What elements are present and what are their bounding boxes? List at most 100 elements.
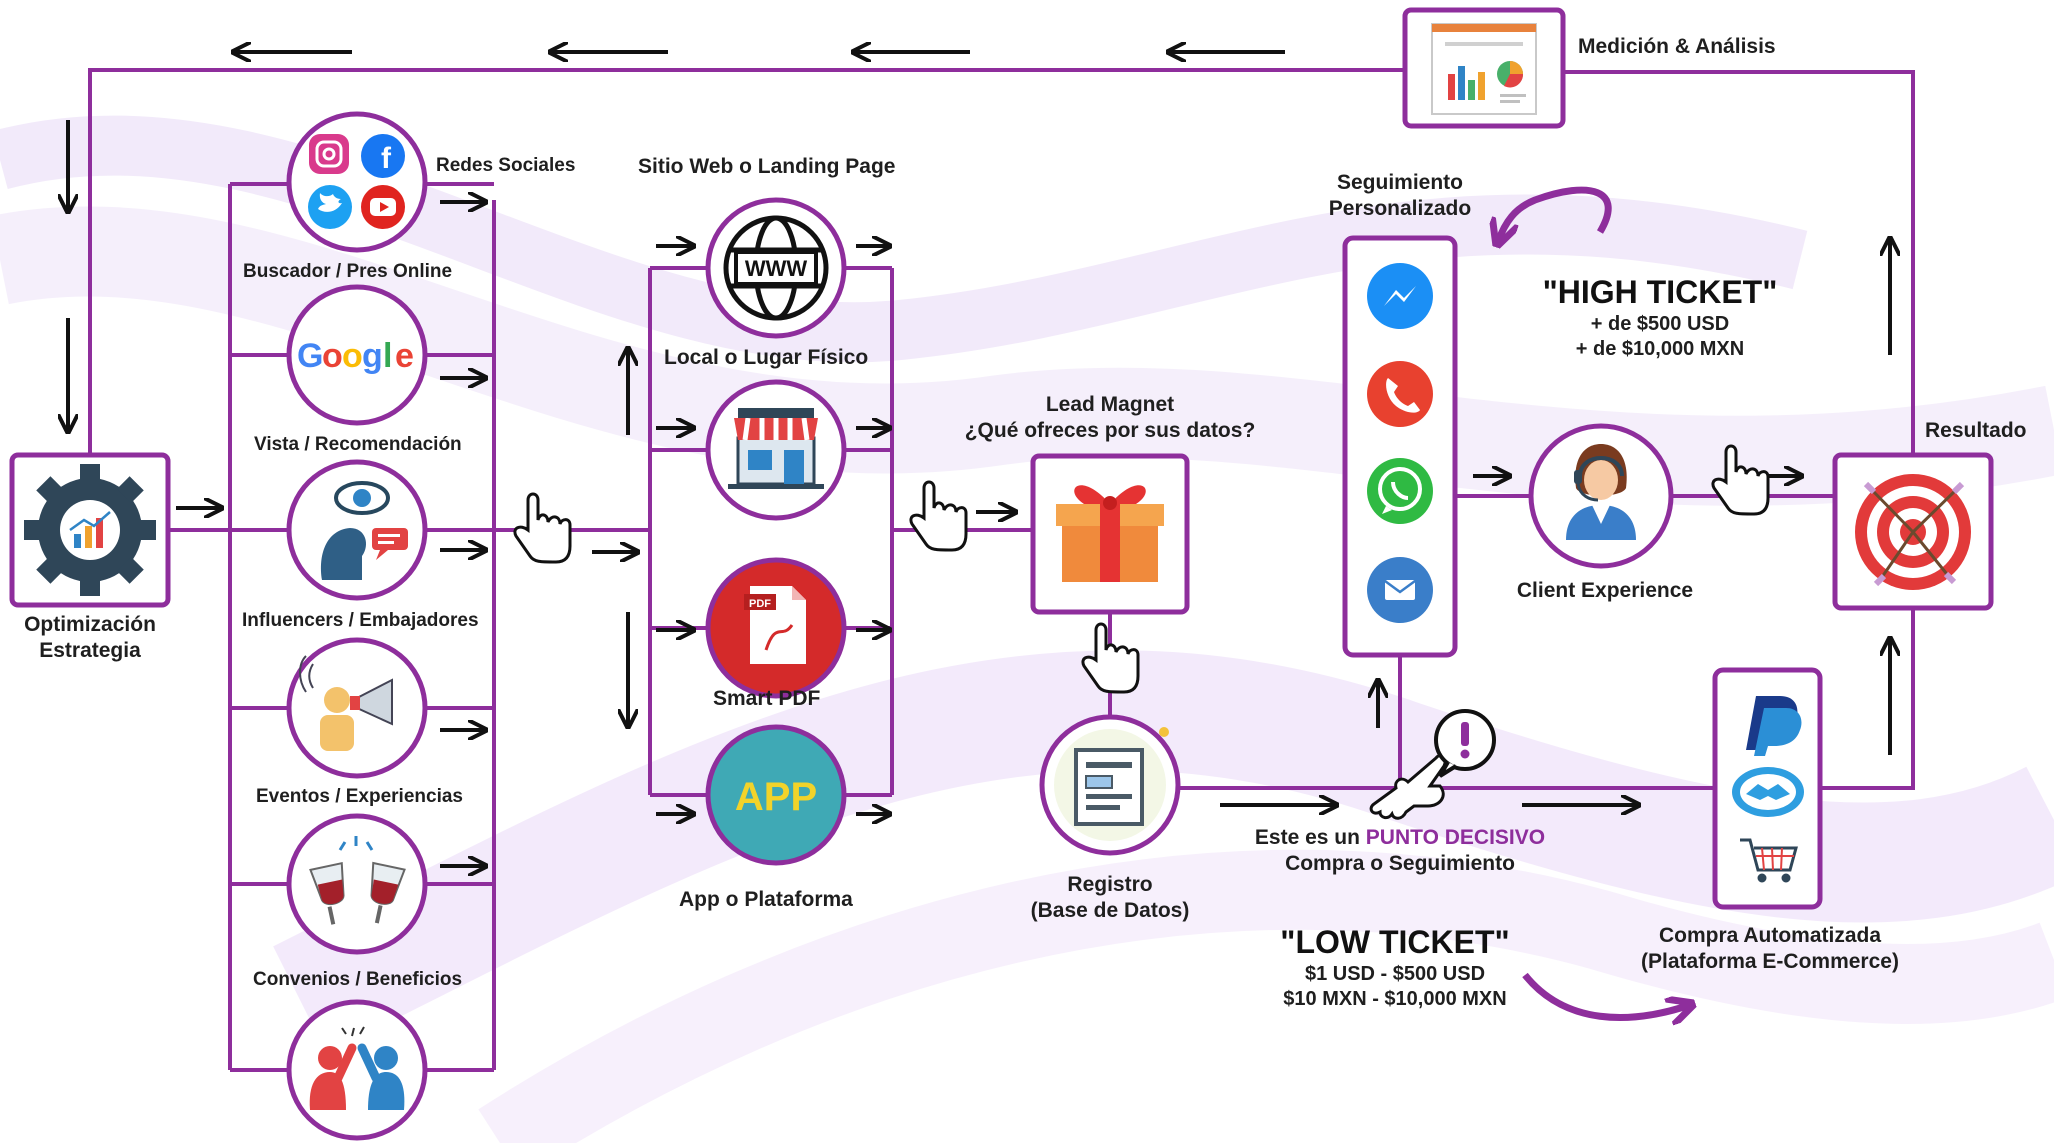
low-ticket-curve-arrow xyxy=(1522,972,1690,1017)
events-circle xyxy=(286,813,428,955)
local-circle xyxy=(705,379,847,521)
report-chart-icon xyxy=(1431,23,1537,115)
svg-text:o: o xyxy=(322,337,343,375)
events-label: Eventos / Experiencias xyxy=(256,786,463,807)
result-label: Resultado xyxy=(1925,419,2027,442)
hand-cursor-icon xyxy=(513,492,572,564)
alert-bubble-icon xyxy=(1434,709,1496,778)
registro-label-line2: (Base de Datos) xyxy=(1030,899,1190,923)
referral-label: Vista / Recomendación xyxy=(254,434,462,455)
lead-magnet-label-line1: Lead Magnet xyxy=(1045,393,1175,416)
search-circle: G o o g l e xyxy=(286,284,428,426)
email-icon xyxy=(1367,557,1433,623)
measurement-label: Medición & Análisis xyxy=(1578,35,1776,58)
ecommerce-label-line2: (Plataforma E-Commerce) xyxy=(1641,950,1899,974)
web-label: Sitio Web o Landing Page xyxy=(638,155,896,178)
pointing-hand-icon xyxy=(1369,754,1447,820)
www-badge xyxy=(734,250,818,286)
social-label: Redes Sociales xyxy=(436,155,576,176)
registro-circle xyxy=(1039,714,1181,856)
hand-cursor-icon xyxy=(909,480,968,552)
hand-cursor-icon xyxy=(1711,444,1770,516)
eye-speech-icon xyxy=(321,481,408,580)
support-agent-icon xyxy=(1566,444,1636,540)
low-ticket-line2: $10 MXN - $10,000 MXN xyxy=(1283,988,1507,1010)
megaphone-person-icon xyxy=(299,655,393,751)
high-ticket-line1: + de $500 USD xyxy=(1590,313,1730,335)
measurement-node xyxy=(1402,7,1566,129)
pdf-label: Smart PDF xyxy=(713,687,821,710)
svg-text:e: e xyxy=(395,337,414,375)
high-ticket-title: "HIGH TICKET" xyxy=(1542,274,1778,310)
gear-chart-icon xyxy=(24,464,156,596)
followup-column xyxy=(1342,235,1458,658)
svg-text:l: l xyxy=(383,337,392,375)
pdf-circle: PDF xyxy=(705,557,847,699)
decision-prefix: Este es un xyxy=(1254,826,1366,849)
phone-icon xyxy=(1367,361,1433,427)
followup-label-line2: Personalizado xyxy=(1328,197,1472,221)
connector-lines xyxy=(88,68,1915,1072)
ecommerce-label: Compra Automatizada (Plataforma E-Commer… xyxy=(1620,923,1920,976)
agreements-circle xyxy=(286,999,428,1141)
messenger-icon xyxy=(1367,263,1433,329)
followup-label: Seguimiento Personalizado xyxy=(1300,170,1500,223)
decision-label: Este es un PUNTO DECISIVO Compra o Segui… xyxy=(1210,825,1590,878)
low-ticket-line1: $1 USD - $500 USD xyxy=(1304,963,1486,985)
strategy-node xyxy=(9,452,171,608)
svg-text:PDF: PDF xyxy=(749,598,771,610)
instagram-icon xyxy=(309,134,349,174)
ecommerce-column xyxy=(1712,667,1823,910)
google-logo: G o o g l e xyxy=(297,337,414,375)
lead-magnet-node xyxy=(1030,453,1190,615)
target-icon xyxy=(1855,474,1971,590)
high-ticket-line2: + de $10,000 MXN xyxy=(1575,338,1745,360)
client-experience-label: Client Experience xyxy=(1516,579,1694,602)
low-ticket-block: "LOW TICKET" $1 USD - $500 USD $10 MXN -… xyxy=(1245,922,1545,1012)
app-circle: APP xyxy=(705,724,847,866)
gift-icon xyxy=(1056,485,1164,582)
strategy-label-line1: Optimización xyxy=(24,613,156,636)
pdf-file-icon: PDF xyxy=(744,586,806,664)
client-experience-circle xyxy=(1528,423,1674,569)
high-ticket-curve-arrow xyxy=(1498,186,1612,242)
decision-label-line1: Este es un PUNTO DECISIVO xyxy=(1210,825,1590,851)
svg-text:g: g xyxy=(362,337,383,375)
wine-glasses-icon xyxy=(309,836,406,925)
decision-highlight: PUNTO DECISIVO xyxy=(1365,826,1546,849)
registro-label-line1: Registro xyxy=(1067,873,1153,896)
paypal-icon xyxy=(1746,696,1802,756)
web-circle: WWW xyxy=(705,197,847,339)
low-ticket-title: "LOW TICKET" xyxy=(1280,924,1510,960)
high-five-icon xyxy=(309,1026,405,1110)
followup-label-line1: Seguimiento xyxy=(1336,171,1463,194)
app-label: App o Plataforma xyxy=(679,888,853,911)
high-ticket-block: "HIGH TICKET" + de $500 USD + de $10,000… xyxy=(1510,272,1810,362)
svg-text:G: G xyxy=(297,337,323,375)
svg-text:f: f xyxy=(381,142,392,175)
influencers-label: Influencers / Embajadores xyxy=(242,610,479,631)
storefront-icon xyxy=(728,408,824,489)
referral-circle xyxy=(286,459,428,601)
form-icon xyxy=(1074,748,1144,826)
twitter-icon xyxy=(308,185,352,229)
www-badge-text: WWW xyxy=(745,256,808,281)
lead-magnet-label: Lead Magnet ¿Qué ofreces por sus datos? xyxy=(940,392,1280,445)
ecommerce-label-line1: Compra Automatizada xyxy=(1658,924,1882,947)
youtube-icon xyxy=(361,185,405,229)
lead-magnet-label-line2: ¿Qué ofreces por sus datos? xyxy=(964,419,1256,443)
cart-icon xyxy=(1740,838,1798,883)
registro-label: Registro (Base de Datos) xyxy=(1000,872,1220,925)
search-label: Buscador / Pres Online xyxy=(243,261,453,282)
result-node xyxy=(1832,452,1994,611)
flow-arrows xyxy=(68,52,1890,866)
social-circle: f xyxy=(286,111,428,253)
facebook-icon: f xyxy=(361,134,405,178)
svg-text:o: o xyxy=(342,337,363,375)
strategy-label-line2: Estrategia xyxy=(39,639,141,663)
hand-cursor-icon xyxy=(1081,622,1140,694)
app-badge-text: APP xyxy=(735,775,817,819)
mercadopago-icon xyxy=(1732,767,1804,817)
local-label: Local o Lugar Físico xyxy=(664,346,869,369)
